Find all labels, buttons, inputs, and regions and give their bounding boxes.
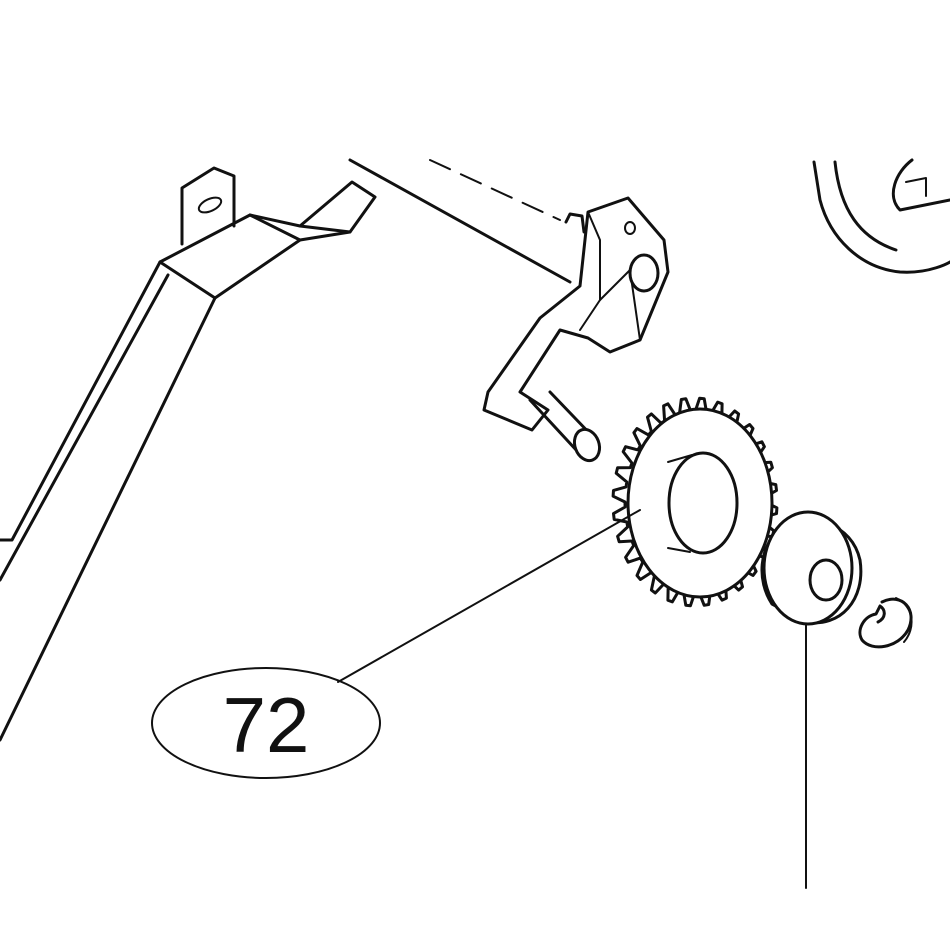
bushing [760,510,863,626]
shaft-line [348,158,572,284]
lever-arm [0,166,377,742]
crank-bracket [482,196,670,463]
leader-lines [337,509,807,889]
leader-line-72 [337,509,641,683]
callout-label: 72 [223,681,310,769]
e-ring-clip [858,597,913,649]
callout-ellipse [151,667,381,779]
callout-72: 72 [151,667,381,779]
partial-part-top-right [812,158,950,274]
spur-gear [611,396,779,608]
